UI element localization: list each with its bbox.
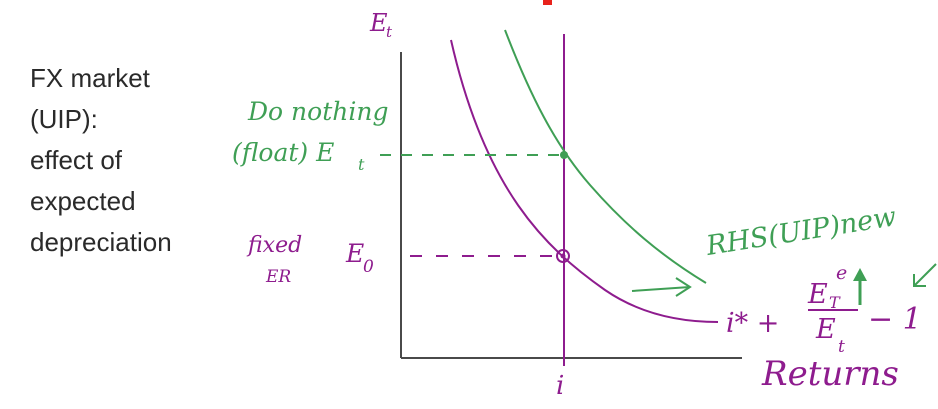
side-title-line: (UIP):	[30, 104, 98, 134]
fixed-label-top: fixed	[246, 233, 302, 258]
fixed-label-bottom: ER	[265, 267, 291, 287]
rhs-uip-new-curve	[504, 29, 707, 284]
fixed-equilibrium-point	[556, 249, 570, 263]
x-axis-label: Returns	[761, 354, 899, 394]
y-axis-label-sub: t	[386, 23, 393, 41]
formula-minus-one: − 1	[868, 302, 922, 337]
side-title-line: expected	[30, 186, 136, 216]
side-title-line: FX market	[30, 63, 150, 93]
rhs-uip-new-label: RHS(UIP)new	[703, 201, 898, 262]
formula-denominator: E	[815, 314, 836, 345]
formula-numerator-sup: e	[836, 262, 847, 284]
formula-istar: i* +	[726, 308, 779, 339]
expected-rate-up-arrowhead	[853, 268, 867, 281]
fixed-symbol: E	[345, 239, 364, 268]
float-label-line2: (float) E	[232, 138, 334, 167]
formula-pointer-arrowhead	[913, 274, 926, 287]
side-title-line: effect of	[30, 145, 123, 175]
side-title: FX market (UIP): effect of expected depr…	[30, 58, 172, 263]
formula-denominator-sub: t	[838, 337, 845, 357]
float-label-sub: t	[358, 155, 365, 174]
side-title-line: depreciation	[30, 227, 172, 257]
float-equilibrium-point	[560, 151, 568, 159]
red-top-mark	[543, 0, 552, 5]
shift-arrow	[631, 286, 691, 292]
formula-pointer-arrow	[913, 263, 937, 287]
shift-arrow-head	[675, 277, 692, 297]
formula-numerator: E	[807, 279, 828, 310]
interest-rate-label: i	[556, 371, 564, 401]
rhs-uip-original-curve	[450, 39, 719, 323]
fixed-symbol-sub: 0	[363, 257, 374, 277]
float-label-line1: Do nothing	[247, 97, 388, 126]
y-axis-label: E	[369, 9, 388, 37]
formula-numerator-sub: T	[829, 293, 841, 312]
fixed-equilibrium-dot	[560, 253, 566, 259]
